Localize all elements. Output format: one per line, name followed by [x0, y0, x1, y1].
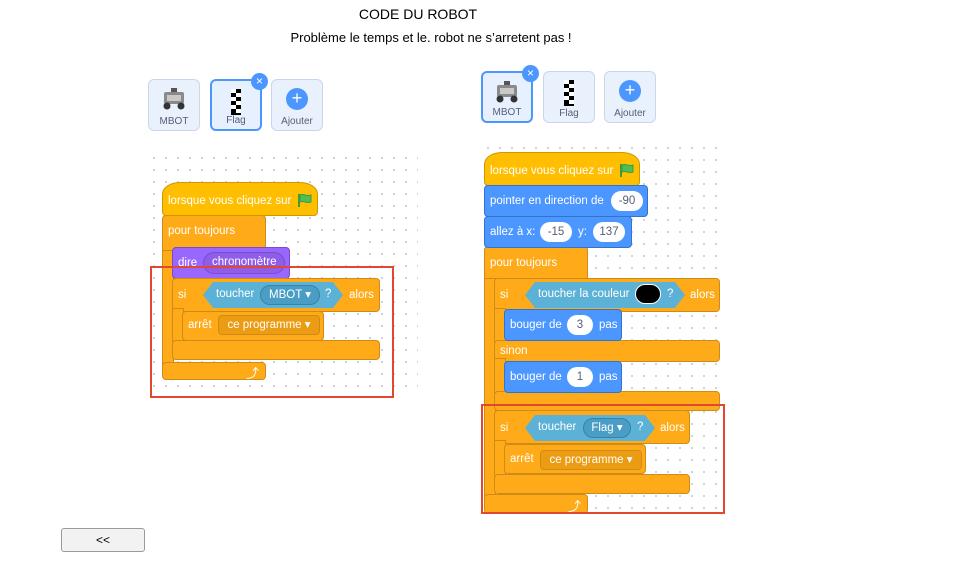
stop-label: arrêt — [188, 319, 212, 331]
if-else-block-middle[interactable] — [494, 340, 720, 362]
then-label: alors — [349, 289, 374, 301]
page-subtitle: Problème le temps et le. robot ne s’arre… — [290, 30, 572, 45]
sprite-label: MBOT — [159, 116, 189, 127]
touching-target-menu[interactable]: MBOT ▾ — [260, 285, 320, 305]
direction-input[interactable]: -90 — [611, 191, 643, 211]
touching-color-label: toucher la couleur — [538, 288, 630, 300]
move-steps-block[interactable] — [504, 361, 622, 393]
sprite-label: Flag — [559, 108, 579, 119]
page-title: CODE DU ROBOT — [358, 6, 478, 22]
delete-sprite-icon[interactable]: × — [522, 65, 539, 82]
if-label: si — [500, 289, 509, 301]
stop-option-menu[interactable]: ce programme ▾ — [218, 315, 320, 335]
stop-label: arrêt — [510, 453, 534, 465]
green-flag-icon — [297, 193, 313, 213]
plus-icon: + — [286, 88, 308, 110]
say-value: chronomètre — [212, 256, 277, 268]
if-label: si — [500, 422, 509, 434]
then-label: alors — [690, 289, 715, 301]
checkered-flag-icon — [564, 80, 574, 111]
delete-sprite-icon[interactable]: × — [251, 73, 268, 90]
question-mark: ? — [325, 288, 332, 300]
when-flag-clicked-label: lorsque vous cliquez sur — [490, 165, 614, 177]
add-sprite-button[interactable]: + Ajouter — [604, 71, 656, 123]
loop-arrow-icon: ⤴ — [246, 366, 260, 381]
sprite-tile-flag[interactable]: Flag — [543, 71, 595, 123]
if-label: si — [178, 289, 187, 301]
add-sprite-button[interactable]: + Ajouter — [271, 79, 323, 131]
move-steps-input[interactable]: 1 — [567, 367, 593, 387]
sprite-label: MBOT — [492, 107, 522, 118]
sprite-tile-flag[interactable]: Flag × — [210, 73, 268, 131]
touching-label: toucher — [216, 288, 255, 300]
green-flag-icon — [619, 163, 635, 183]
then-label: alors — [660, 422, 685, 434]
x-input[interactable]: -15 — [540, 222, 572, 242]
previous-page-button[interactable]: << — [61, 528, 145, 552]
touching-target-menu[interactable]: Flag ▾ — [583, 418, 631, 438]
move-steps-input[interactable]: 3 — [567, 315, 593, 335]
highlight-box-left — [150, 266, 394, 398]
steps-label: pas — [599, 371, 618, 383]
forever-label: pour toujours — [168, 225, 236, 237]
go-to-x-label: allez à x: — [490, 226, 536, 238]
loop-arrow-icon: ⤴ — [568, 499, 582, 514]
sprite-label: Flag — [226, 115, 246, 126]
sprite-tile-mbot[interactable]: MBOT — [148, 79, 200, 131]
plus-icon: + — [619, 80, 641, 102]
if-block-bottom[interactable] — [494, 474, 690, 494]
robot-icon — [493, 81, 521, 108]
else-label: sinon — [500, 345, 528, 357]
touching-label: toucher — [538, 421, 577, 433]
forever-label: pour toujours — [490, 257, 558, 269]
checkered-flag-icon — [231, 89, 241, 120]
stop-option-menu[interactable]: ce programme ▾ — [540, 450, 642, 470]
say-reporter[interactable] — [203, 252, 285, 274]
move-label: bouger de — [510, 319, 562, 331]
steps-label: pas — [599, 319, 618, 331]
color-swatch[interactable] — [635, 284, 661, 304]
highlight-box-right — [481, 404, 725, 514]
robot-icon — [160, 88, 188, 115]
move-steps-block[interactable] — [504, 309, 622, 341]
go-to-y-label: y: — [578, 226, 587, 238]
forever-block-bottom[interactable] — [162, 362, 266, 380]
y-input[interactable]: 137 — [593, 222, 625, 242]
when-flag-clicked-label: lorsque vous cliquez sur — [168, 195, 292, 207]
when-flag-clicked-block[interactable] — [162, 182, 318, 216]
question-mark: ? — [637, 421, 644, 433]
sprite-tile-mbot[interactable]: MBOT × — [481, 65, 539, 123]
sprite-label: Ajouter — [614, 108, 646, 119]
point-direction-label: pointer en direction de — [490, 195, 604, 207]
question-mark: ? — [667, 288, 674, 300]
move-label: bouger de — [510, 371, 562, 383]
sprite-label: Ajouter — [281, 116, 313, 127]
